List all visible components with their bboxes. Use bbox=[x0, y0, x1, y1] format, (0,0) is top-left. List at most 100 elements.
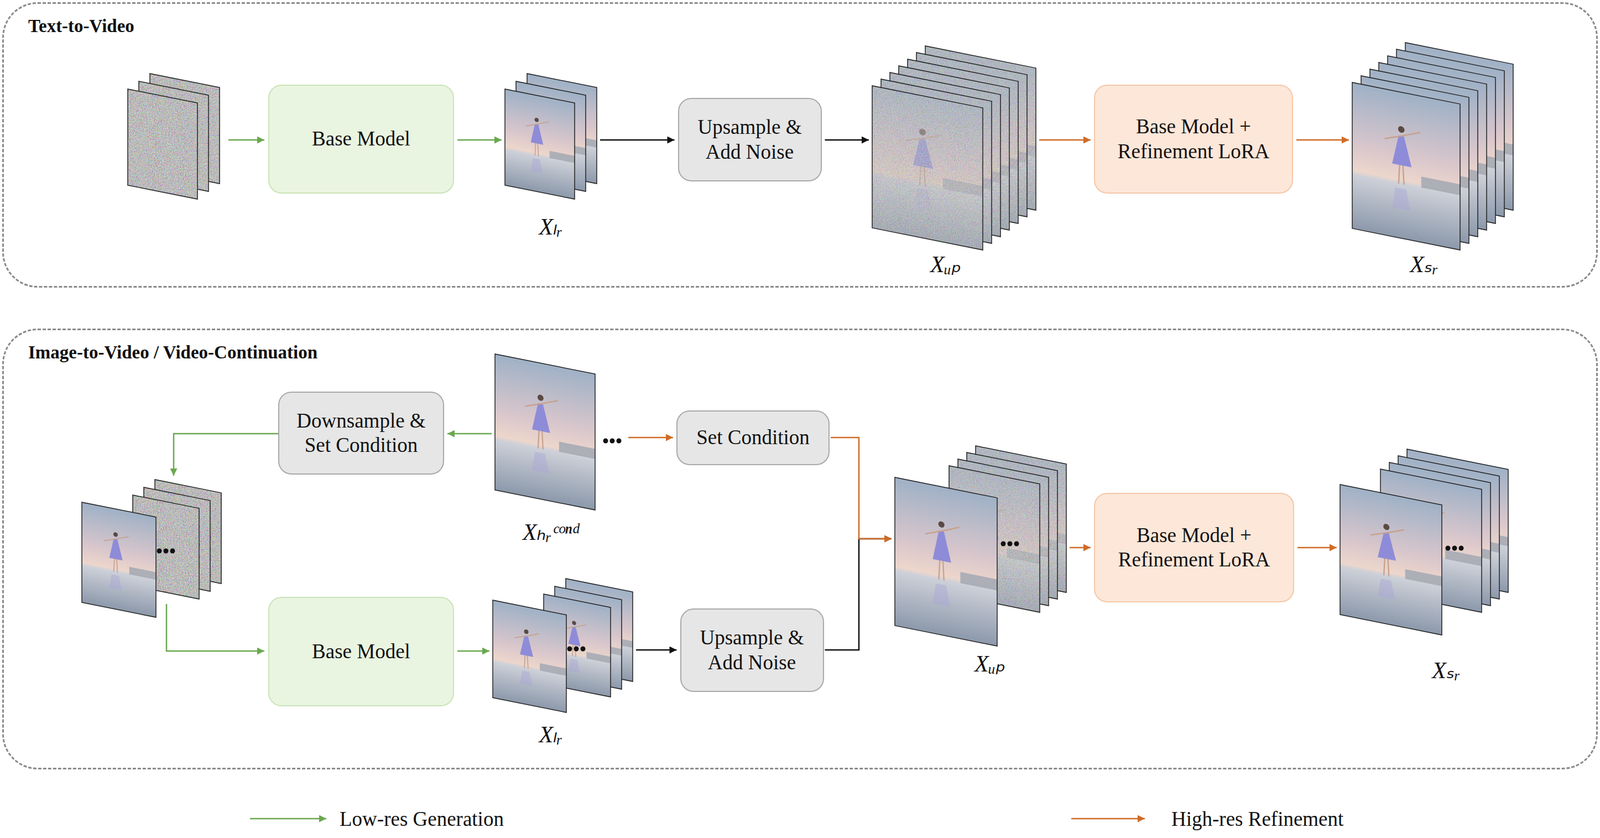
frame-border bbox=[494, 353, 596, 510]
group-panel: Image-to-Video / Video-ContinuationDowns… bbox=[2, 328, 1598, 770]
far-shore bbox=[1421, 176, 1461, 196]
ellipsis-dot bbox=[574, 646, 580, 652]
frame-stack-art bbox=[1352, 42, 1514, 250]
frame-border bbox=[504, 89, 575, 200]
reflection bbox=[532, 451, 550, 474]
frame-stack: Xᵤₚ bbox=[872, 45, 1036, 280]
ellipsis-dot bbox=[580, 646, 586, 652]
dancer-arms bbox=[1384, 125, 1421, 147]
sky-fill bbox=[492, 600, 567, 713]
dancer-legs bbox=[1398, 163, 1405, 185]
dancer-arms bbox=[1370, 523, 1405, 542]
dancer-dress bbox=[1392, 134, 1412, 168]
dancer-arms bbox=[524, 393, 559, 413]
sky-fill bbox=[81, 502, 156, 618]
frame-group bbox=[494, 353, 622, 510]
tensor-label: Xₗᵣ bbox=[539, 213, 564, 241]
far-shore bbox=[129, 566, 156, 580]
tensor-label: Xₛᵣ bbox=[1409, 251, 1439, 278]
ellipsis-dot bbox=[157, 548, 163, 554]
dancer-arms bbox=[525, 117, 550, 131]
dancer-dress bbox=[532, 402, 551, 434]
frame-border bbox=[492, 600, 567, 713]
legend-entry: Low-res Generation bbox=[249, 801, 504, 836]
box-label: Set Condition bbox=[696, 425, 810, 450]
legend-line bbox=[249, 812, 329, 825]
frame-stack: Xₗᵣ bbox=[504, 73, 597, 243]
dancer-head bbox=[571, 620, 576, 626]
video-frame bbox=[504, 89, 575, 200]
noise-overlay bbox=[872, 85, 983, 250]
reflection bbox=[1377, 577, 1395, 600]
process-box: Set Condition bbox=[676, 410, 830, 466]
frame-group bbox=[894, 445, 1067, 646]
frame-border bbox=[1340, 484, 1442, 635]
dancer-dress bbox=[932, 529, 951, 563]
process-box: Base Model + Refinement LoRA bbox=[1093, 492, 1295, 603]
video-frame bbox=[1352, 82, 1461, 250]
frame-stack-art bbox=[492, 578, 633, 713]
process-box: Base Model bbox=[268, 596, 455, 707]
frame-group bbox=[492, 578, 633, 713]
video-frame bbox=[127, 89, 198, 200]
dancer-dress bbox=[109, 537, 123, 561]
frame-border bbox=[127, 89, 198, 200]
frame-border bbox=[81, 502, 156, 618]
ellipsis-dot bbox=[567, 646, 573, 652]
dancer-legs bbox=[113, 557, 118, 573]
dancer-head bbox=[537, 394, 544, 402]
tensor-label: Xᵤₚ bbox=[930, 251, 962, 278]
frame-border bbox=[1352, 82, 1461, 250]
video-frame bbox=[872, 85, 983, 250]
dancer-dress bbox=[1377, 530, 1396, 561]
group-panel: Text-to-VideoBase ModelXₗᵣ Upsample & Add… bbox=[2, 2, 1598, 288]
frame-stack: Xᵤₚ bbox=[894, 445, 1067, 680]
dancer-legs bbox=[1383, 556, 1389, 577]
flow-arrow bbox=[447, 433, 492, 435]
flow-arrow bbox=[1069, 546, 1091, 549]
dancer-legs bbox=[939, 558, 945, 581]
flow-arrow bbox=[1039, 139, 1091, 142]
video-frame bbox=[81, 502, 156, 618]
flow-arrow bbox=[1296, 139, 1349, 142]
flow-arrow bbox=[628, 436, 674, 439]
frame-stack-art bbox=[872, 45, 1036, 250]
panel-title: Text-to-Video bbox=[28, 16, 135, 38]
process-box: Upsample & Add Noise bbox=[678, 97, 822, 182]
legend-entry: High-res Refinement bbox=[1071, 801, 1344, 836]
far-shore bbox=[539, 663, 567, 676]
flow-arrow bbox=[600, 139, 675, 142]
video-frame bbox=[894, 477, 998, 646]
far-shore bbox=[586, 651, 611, 664]
reflection bbox=[1392, 186, 1411, 212]
dancer-arms bbox=[103, 531, 129, 546]
tensor-label: Xₛᵣ bbox=[1431, 657, 1461, 684]
frame-stack-art bbox=[494, 353, 625, 510]
dancer-legs bbox=[534, 142, 539, 157]
process-box: Base Model + Refinement LoRA bbox=[1093, 84, 1294, 194]
flow-arrow bbox=[166, 603, 265, 651]
tensor-label: Xᵤₚ bbox=[974, 650, 1006, 677]
flow-arrow bbox=[1297, 546, 1337, 549]
dancer-legs bbox=[538, 429, 544, 450]
box-label: Base Model bbox=[311, 126, 411, 151]
sky-fill bbox=[872, 85, 983, 250]
dancer-dress bbox=[519, 634, 534, 658]
frame-stack-art bbox=[894, 445, 1067, 646]
box-label: Base Model + Refinement LoRA bbox=[1113, 523, 1275, 573]
dancer-head bbox=[938, 520, 945, 529]
flow-arrow bbox=[825, 139, 870, 142]
process-box: Base Model bbox=[268, 84, 455, 194]
legend-text: Low-res Generation bbox=[339, 806, 504, 831]
dancer-head bbox=[113, 532, 118, 538]
flow-arrow bbox=[636, 649, 677, 651]
far-shore bbox=[1445, 549, 1482, 567]
box-label: Upsample & Add Noise bbox=[696, 625, 808, 675]
dancer-head bbox=[1398, 125, 1405, 134]
dancer-arms bbox=[514, 628, 540, 643]
dancer-legs bbox=[524, 654, 529, 669]
frame-border bbox=[872, 85, 983, 250]
ellipsis-dot bbox=[1452, 545, 1458, 551]
dancer-head bbox=[534, 117, 540, 123]
